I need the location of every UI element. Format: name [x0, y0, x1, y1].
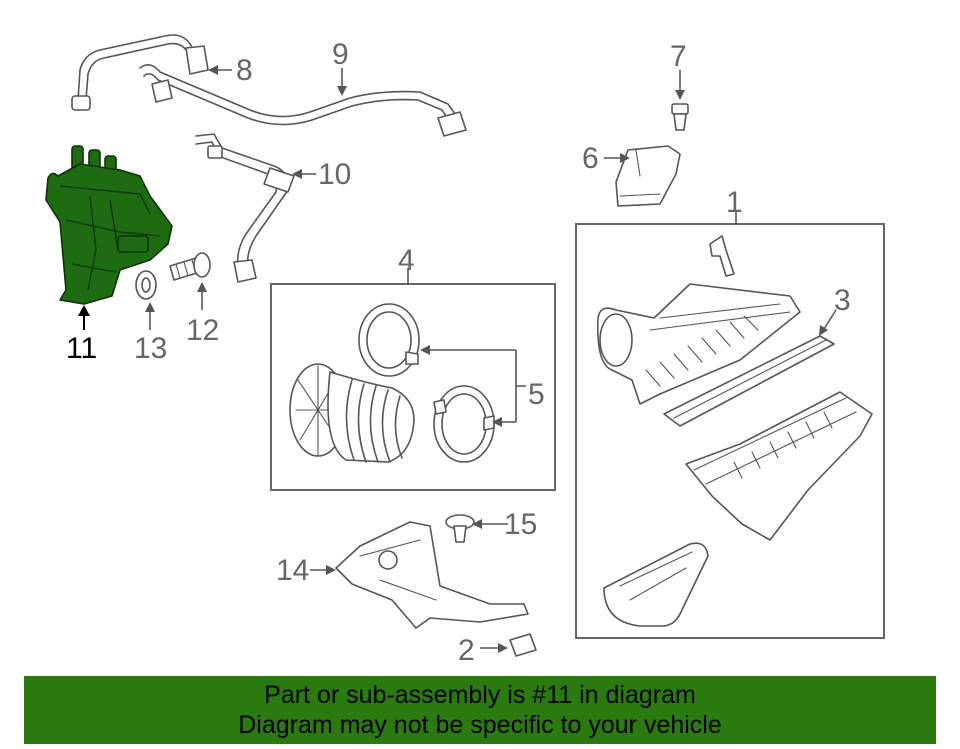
callout-10: 10 [318, 158, 351, 191]
callout-2: 2 [458, 634, 475, 667]
part-12-bolt[interactable] [169, 252, 211, 281]
part-9-hose[interactable] [71, 34, 467, 137]
part-1-air-cleaner[interactable] [596, 235, 873, 627]
callout-6: 6 [582, 142, 599, 175]
callout-3: 3 [834, 284, 851, 317]
callout-4: 4 [398, 244, 415, 277]
callout-15: 15 [504, 508, 537, 541]
callout-5: 5 [528, 378, 545, 411]
info-banner: Part or sub-assembly is #11 in diagram D… [24, 676, 936, 744]
banner-line-1: Part or sub-assembly is #11 in diagram [264, 681, 696, 709]
part-10-hose[interactable] [195, 133, 295, 283]
part-6-sensor[interactable] [615, 145, 681, 207]
assembly-box-4 [270, 283, 556, 491]
assembly-box-1 [575, 223, 885, 639]
banner-line-2: Diagram may not be specific to your vehi… [238, 711, 722, 739]
callout-arrows [78, 65, 837, 653]
part-11-bracket[interactable] [45, 145, 173, 305]
part-7-screw[interactable] [671, 103, 689, 131]
callout-13: 13 [134, 332, 167, 365]
part-14-shield[interactable] [335, 521, 529, 629]
part-4-intake-duct[interactable] [289, 303, 495, 463]
callout-14: 14 [276, 554, 309, 587]
part-15-clip[interactable] [445, 514, 475, 543]
callout-5-leader [420, 345, 526, 427]
callout-7: 7 [670, 40, 687, 73]
callout-11: 11 [66, 332, 97, 365]
part-2-clip[interactable] [509, 633, 537, 657]
callout-1: 1 [726, 186, 743, 219]
callout-8: 8 [236, 54, 253, 87]
callout-9: 9 [332, 38, 349, 71]
part-13-washer[interactable] [135, 270, 157, 300]
callout-12: 12 [186, 314, 219, 347]
